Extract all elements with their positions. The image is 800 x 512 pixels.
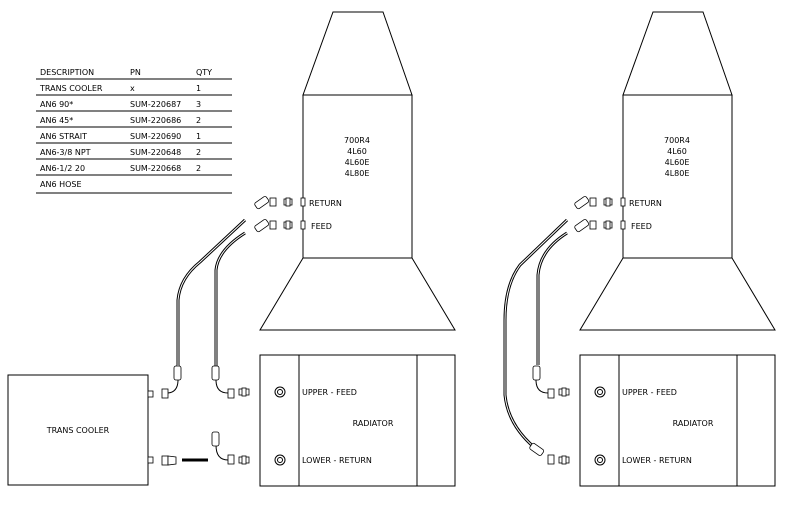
row-qty: 2 [196, 148, 201, 157]
cooler-system-with-trans-cooler: 700R4 4L60 4L60E 4L80E RETURN FEED RADIATOR UPP… [238, 11, 456, 487]
port-fitting [300, 197, 306, 207]
fitting-45 [574, 196, 590, 210]
transmission-model: 4L60 [667, 147, 687, 156]
table-header-pn: PN [130, 68, 141, 77]
feed-port-label: FEED [631, 222, 652, 231]
transmission-model: 4L60E [665, 158, 690, 167]
upper-feed-label: UPPER - FEED [302, 388, 357, 397]
fitting-45 [254, 196, 270, 210]
row-qty: 1 [196, 84, 201, 93]
transmission-model: 4L60 [347, 147, 367, 156]
port-fitting [620, 197, 626, 207]
fitting-45 [173, 365, 182, 381]
row-description: AN6 STRAIT [40, 132, 87, 141]
upper-feed-label: UPPER - FEED [622, 388, 677, 397]
radiator: RADIATOR UPPER - FEED LOWER - RETURN [238, 354, 456, 487]
port-fitting [620, 220, 626, 230]
transmission-model: 4L60E [345, 158, 370, 167]
feed-port-label: FEED [311, 222, 332, 231]
radiator-label: RADIATOR [353, 419, 394, 428]
row-qty: 2 [196, 116, 201, 125]
row-description: AN6 90* [40, 100, 73, 109]
table-header-qty: QTY [196, 68, 212, 77]
transmission: 700R4 4L60 4L60E 4L80E RETURN FEED [254, 11, 456, 331]
row-description: TRANS COOLER [39, 84, 103, 93]
row-qty: 1 [196, 132, 201, 141]
lower-return-label: LOWER - RETURN [302, 456, 372, 465]
cooler-system-radiator-only: 700R4 4L60 4L60E 4L80E RETURN FEED RADIATOR UPP… [558, 11, 776, 487]
right-hoses [503, 218, 569, 465]
radiator: RADIATOR UPPER - FEED LOWER - RETURN [558, 354, 776, 487]
radiator-port [274, 386, 286, 398]
row-qty: 3 [196, 100, 201, 109]
row-pn: SUM-220648 [130, 148, 181, 157]
row-description: AN6 45* [40, 116, 73, 125]
radiator-port [274, 454, 286, 466]
trans-cooler-label: TRANS COOLER [46, 426, 110, 435]
transmission: 700R4 4L60 4L60E 4L80E RETURN FEED [574, 11, 776, 331]
row-pn: SUM-220686 [130, 116, 181, 125]
transmission-model: 4L80E [665, 169, 690, 178]
row-pn: SUM-220690 [130, 132, 181, 141]
port-fitting [300, 220, 306, 230]
row-pn: SUM-220668 [130, 164, 181, 173]
row-description: AN6 HOSE [40, 180, 82, 189]
row-description: AN6-1/2 20 [40, 164, 85, 173]
radiator-port [594, 386, 606, 398]
radiator-label: RADIATOR [673, 419, 714, 428]
trans-cooler: TRANS COOLER [7, 218, 247, 486]
return-port-label: RETURN [309, 199, 342, 208]
row-qty: 2 [196, 164, 201, 173]
row-description: AN6-3/8 NPT [40, 148, 91, 157]
transmission-model: 700R4 [344, 136, 370, 145]
fitting-45 [574, 219, 590, 233]
return-port-label: RETURN [629, 199, 662, 208]
transmission-model: 700R4 [664, 136, 690, 145]
lower-return-label: LOWER - RETURN [622, 456, 692, 465]
row-pn: SUM-220687 [130, 100, 181, 109]
transmission-model: 4L80E [345, 169, 370, 178]
row-pn: x [130, 84, 135, 93]
fitting-45 [254, 219, 270, 233]
radiator-port [594, 454, 606, 466]
table-header-description: DESCRIPTION [40, 68, 94, 77]
